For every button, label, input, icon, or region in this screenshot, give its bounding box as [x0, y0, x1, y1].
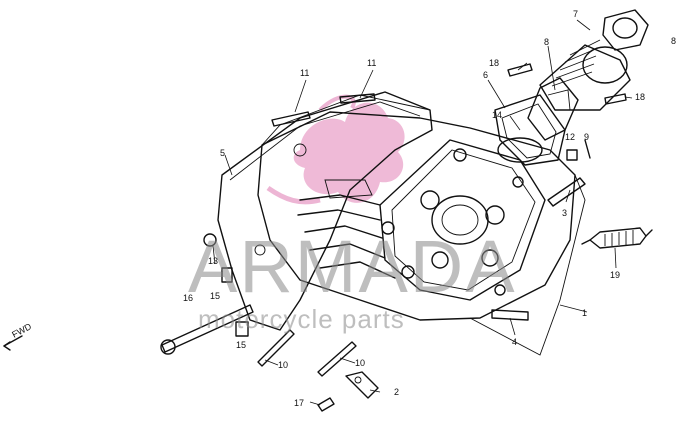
spark-plug: [581, 227, 653, 249]
callout-10b: 10: [355, 358, 365, 368]
callout-14: 14: [492, 110, 502, 120]
callout-18a: 18: [489, 58, 499, 68]
callout-15a: 15: [210, 291, 220, 301]
intake-pipe: [527, 9, 649, 141]
callout-12: 12: [565, 132, 575, 142]
intake-insulator: [494, 94, 566, 166]
callout-8a: 8: [544, 37, 549, 47]
callout-16: 16: [183, 293, 193, 303]
callout-17: 17: [294, 398, 304, 408]
callout-11a: 11: [300, 68, 309, 78]
callout-4: 4: [512, 337, 517, 347]
callout-9: 9: [584, 132, 589, 142]
callout-18b: 18: [635, 92, 645, 102]
forward-arrow: FWD: [3, 321, 33, 351]
fasteners: [160, 63, 627, 412]
watermark-subtitle: motorcycle parts: [198, 304, 405, 334]
callout-labels: 1 2 3 4 5 6 7 8 8 9 10 10 11 11 12 13 14…: [183, 9, 676, 408]
callout-2: 2: [394, 387, 399, 397]
callout-3: 3: [562, 208, 567, 218]
callout-7: 7: [573, 9, 578, 19]
callout-15b: 15: [236, 340, 246, 350]
head-gasket: [217, 91, 433, 331]
callout-5: 5: [220, 148, 225, 158]
cylinder-head: [257, 111, 576, 321]
callout-11b: 11: [367, 58, 376, 68]
callout-1: 1: [582, 308, 587, 318]
callout-10a: 10: [278, 360, 288, 370]
callout-19: 19: [610, 270, 620, 280]
callout-13: 13: [208, 256, 218, 266]
callout-6: 6: [483, 70, 488, 80]
leader-lines: [212, 19, 633, 406]
fwd-label: FWD: [10, 321, 33, 340]
watermark-brand: ARMADA: [188, 225, 517, 308]
callout-8b: 8: [671, 36, 676, 46]
assembly-frame: [261, 94, 586, 356]
